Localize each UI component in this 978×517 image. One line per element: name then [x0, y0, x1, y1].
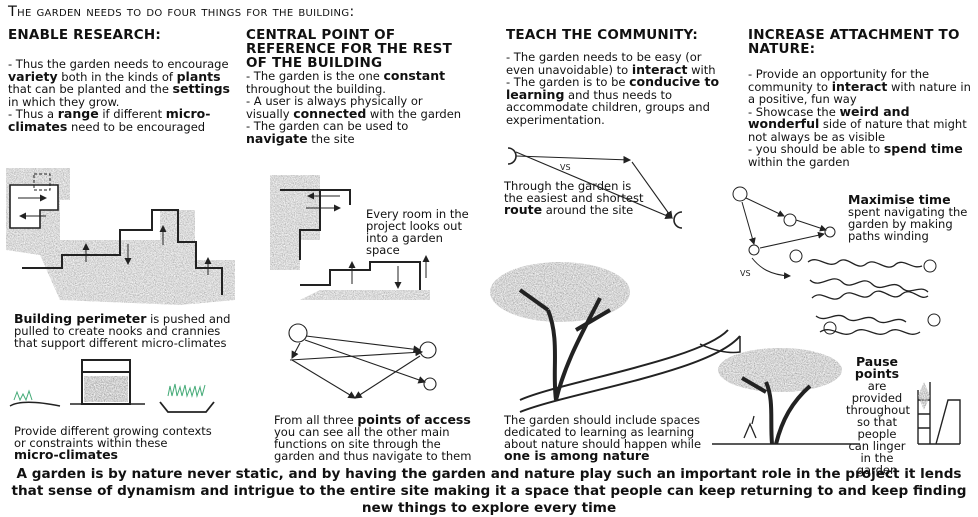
paths-network-sketch: VS [732, 186, 941, 335]
caption-points-of-access: From all three points of access you can … [274, 412, 472, 463]
sketch-layer: VS VS [6, 147, 961, 445]
text-teach-community: - The garden needs to be easy (or even u… [506, 50, 720, 127]
text-attachment-nature: - Provide an opportunity for the communi… [748, 67, 971, 169]
heading-enable-research: ENABLE RESEARCH: [8, 27, 161, 43]
access-network-sketch [288, 323, 437, 399]
text-enable-research: - Thus the garden needs to encourage var… [8, 57, 230, 134]
route-sketch: VS [507, 147, 683, 229]
heading-teach-community: TEACH THE COMMUNITY: [506, 27, 698, 43]
tree-sketch [490, 262, 741, 413]
growing-contexts-sketch [9, 359, 215, 413]
pause-points-sketch [712, 348, 961, 445]
rooms-sketch [270, 175, 430, 300]
caption-pause-points: Pause points are provided throughout so … [846, 354, 911, 477]
caption-maximise-time: Maximise time spent navigating the garde… [848, 192, 968, 243]
caption-growing-contexts: Provide different growing contexts or co… [14, 424, 212, 462]
heading-central-point: CENTRAL POINT OF REFERENCE FOR THE REST … [246, 27, 452, 71]
text-central-point: - The garden is the one constant through… [246, 68, 462, 146]
vs-label-2: VS [740, 269, 751, 278]
building-perimeter-sketch [6, 168, 235, 305]
page-title: The garden needs to do four things for t… [8, 4, 355, 20]
caption-learning-spaces: The garden should include spaces dedicat… [504, 413, 702, 463]
caption-every-room: Every room in the project looks out into… [366, 207, 469, 257]
vs-label: VS [560, 163, 571, 172]
heading-attachment-nature: INCREASE ATTACHMENT TO NATURE: [748, 27, 960, 57]
caption-building-perimeter: Building perimeter is pushed and pulled … [14, 311, 231, 350]
caption-shortest-route: Through the garden is the easiest and sh… [504, 179, 644, 217]
